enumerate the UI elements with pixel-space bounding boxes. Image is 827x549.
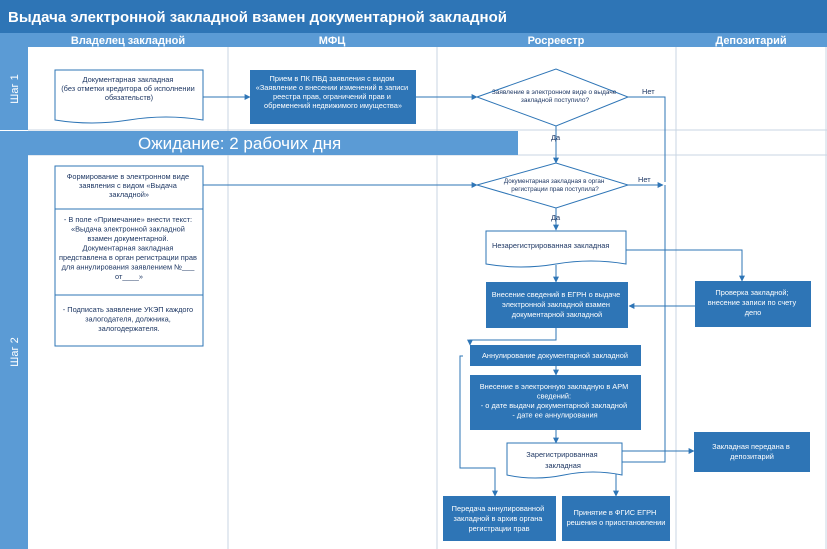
node-unregistered-mortgage-text: Незарегистрированная закладная — [492, 241, 609, 250]
node-archive-transfer — [443, 496, 556, 541]
diagram-title: Выдача электронной закладной взамен доку… — [8, 9, 507, 26]
node-application-formation — [54, 165, 204, 347]
node-application-sign-text: - Подписать заявление УКЭП каждого залог… — [63, 305, 195, 333]
node-suspension-decision-text: Принятие в ФГИС ЕГРН решения о приостано… — [567, 508, 666, 527]
step-2-band — [0, 155, 28, 549]
label-yes-1: Да — [551, 133, 561, 142]
node-documentary-mortgage — [54, 69, 204, 124]
node-suspension-decision — [562, 496, 670, 541]
node-application-note-text: - В поле «Примечание» внести текст: «Выд… — [59, 215, 199, 281]
decision-electronic-application-text: Заявление в электронном виде о выдаче за… — [492, 89, 618, 104]
node-archive-transfer-text: Передача аннулированной закладной в архи… — [452, 504, 547, 533]
lane-header-row — [0, 33, 827, 47]
node-depository-check-text: Проверка закладной; внесение записи по с… — [708, 288, 799, 317]
connectors — [203, 94, 745, 497]
lane-header-corner — [0, 33, 28, 47]
label-yes-2: Да — [551, 213, 561, 222]
waiting-text: Ожидание: 2 рабочих дня — [138, 134, 341, 153]
title-bar — [0, 0, 827, 33]
decision-documentary-received — [475, 162, 630, 209]
lane-header-owner: Владелец закладной — [71, 35, 185, 47]
label-no-2: Нет — [638, 175, 651, 184]
step-1-band — [0, 47, 28, 130]
node-annulment — [470, 345, 641, 366]
lane-header-mfc: МФЦ — [319, 35, 346, 47]
node-arm-entry-text: Внесение в электронную закладную в АРМ с… — [480, 382, 631, 420]
node-egrn-entry-text: Внесение сведений в ЕГРН о выдаче электр… — [492, 290, 623, 319]
node-documentary-mortgage-text: Документарная закладная (без отметки кре… — [61, 75, 197, 102]
node-registered-mortgage — [506, 442, 623, 479]
decision-documentary-received-text: Документарная закладная в орган регистра… — [504, 178, 606, 193]
node-egrn-entry — [486, 282, 628, 328]
node-depository-check — [695, 281, 811, 327]
node-application-formation-text: Формирование в электронном виде заявлени… — [67, 172, 191, 199]
node-annulment-text: Аннулирование документарной закладной — [482, 351, 628, 360]
node-transferred-depository-text: Закладная передана в депозитарий — [712, 442, 792, 461]
lane-header-depository: Депозитарий — [715, 35, 786, 47]
label-no-1: Нет — [642, 87, 655, 96]
node-mfc-intake — [250, 70, 416, 124]
step-2-label: Шаг 2 — [9, 337, 21, 366]
node-registered-mortgage-text: Зарегистрированная закладная — [526, 450, 599, 470]
step-1-label: Шаг 1 — [9, 74, 21, 103]
decision-electronic-application — [475, 68, 630, 127]
node-transferred-depository — [694, 432, 810, 472]
node-mfc-intake-text: Прием в ПК ПВД заявления с видом «Заявле… — [256, 74, 411, 110]
node-arm-entry — [470, 375, 641, 430]
lane-header-rosreestr: Росреестр — [528, 35, 585, 47]
node-unregistered-mortgage — [485, 230, 627, 268]
waiting-bar — [0, 131, 518, 155]
